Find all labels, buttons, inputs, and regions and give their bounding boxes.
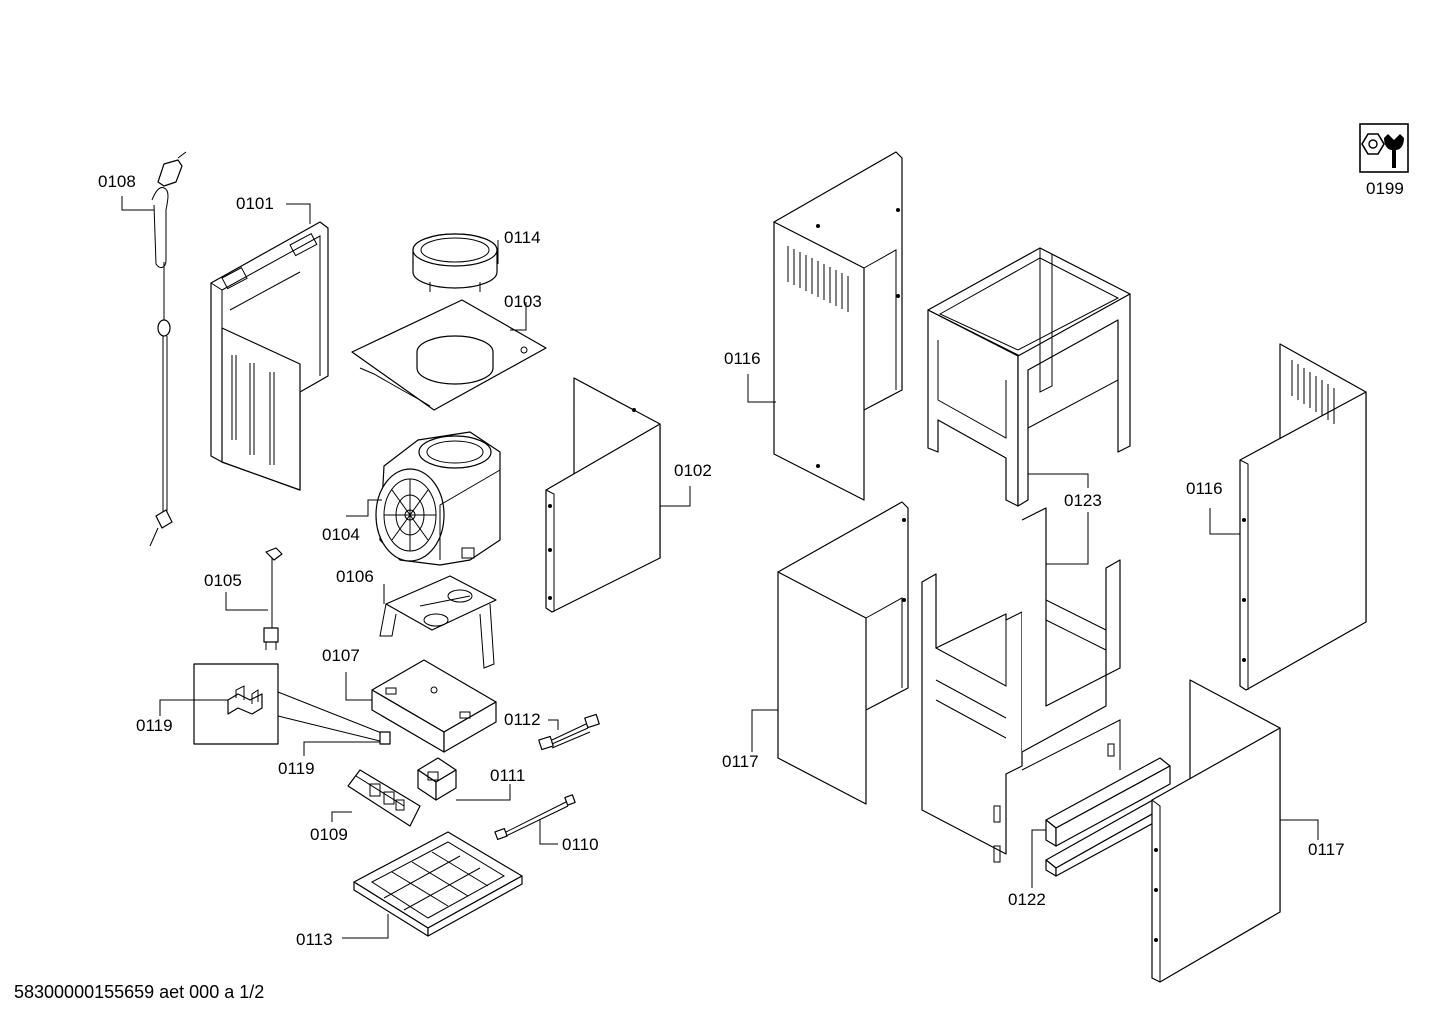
- label-0106: 0106: [336, 567, 374, 586]
- connection-cable-part: [495, 795, 575, 840]
- label-0117-left: 0117: [722, 752, 759, 771]
- label-0110: 0110: [562, 835, 599, 854]
- document-reference: 58300000155659 aet 000 a 1/2: [14, 982, 264, 1002]
- mounting-rails-part: [1046, 758, 1170, 876]
- label-0111: 0111: [490, 766, 525, 785]
- air-collar-part: [413, 234, 497, 292]
- upper-chimney-cover-left-part: [774, 152, 902, 500]
- label-0102: 0102: [674, 461, 712, 480]
- label-0107: 0107: [322, 646, 360, 665]
- power-board-part: [418, 758, 456, 800]
- label-0123: 0123: [1064, 491, 1102, 510]
- nut-and-wrench-icon: [1359, 123, 1409, 173]
- back-panel-part: [211, 222, 328, 490]
- label-0104: 0104: [322, 525, 360, 544]
- label-0122: 0122: [1008, 890, 1046, 909]
- label-0105: 0105: [204, 571, 242, 590]
- top-plate-part: [352, 300, 546, 410]
- ribbon-cable-part: [539, 714, 600, 749]
- label-0108: 0108: [98, 172, 136, 191]
- label-0117-right: 0117: [1308, 840, 1345, 859]
- electronics-box-part: [372, 660, 496, 752]
- lower-chimney-cover-left-part: [778, 502, 908, 804]
- lower-chimney-cover-right-part: [1152, 680, 1280, 982]
- switch-cable-part: [264, 548, 282, 650]
- label-0101: 0101: [236, 194, 274, 213]
- label-0116-right: 0116: [1186, 479, 1223, 498]
- part-labels: 0108 0101 0114 0103 0102 0104 0105 0106 …: [98, 172, 1404, 949]
- blower-motor-part: [376, 432, 500, 565]
- label-0116-left: 0116: [724, 349, 761, 368]
- grease-filter-part: [354, 832, 522, 936]
- upper-chimney-cover-right-part: [1240, 344, 1366, 690]
- label-0114: 0114: [504, 228, 541, 247]
- label-0112: 0112: [504, 710, 541, 729]
- label-0119: 0119: [278, 759, 315, 778]
- label-0119-inset: 0119: [136, 716, 173, 735]
- leader-lines: [121, 196, 1319, 939]
- upper-chimney-frame-part: [928, 248, 1130, 506]
- label-0109: 0109: [310, 825, 348, 844]
- front-panel-part: [546, 378, 660, 612]
- lower-chimney-frame-part: [922, 508, 1120, 862]
- power-cord-part: [150, 152, 186, 546]
- label-0113: 0113: [296, 930, 333, 949]
- clip-detail-inset: [194, 664, 390, 744]
- control-board-part: [348, 770, 420, 826]
- label-0103: 0103: [504, 292, 542, 311]
- label-0199: 0199: [1366, 179, 1404, 198]
- motor-bracket-part: [380, 576, 496, 668]
